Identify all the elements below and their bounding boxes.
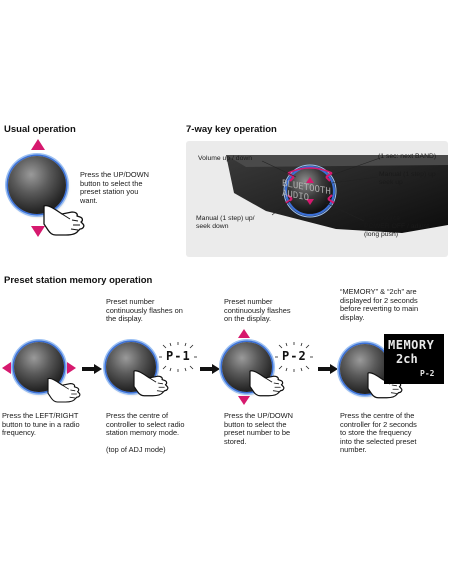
- step-line: display.: [340, 312, 365, 322]
- manual-down-line: Manual (1 step) up/: [196, 215, 255, 222]
- lcd-channel-text: 2ch: [396, 352, 418, 366]
- preset-number-display: P-1: [166, 349, 191, 363]
- preset-step-4: “MEMORY” & “2ch” are displayed for 2 sec…: [340, 287, 452, 488]
- memory-lcd-display: MEMORY 2ch P-2: [384, 334, 444, 384]
- flashing-preset-display: P-2: [274, 342, 314, 372]
- arrow-up-icon: [31, 139, 45, 150]
- controller-knob: [8, 156, 66, 214]
- step-1-instruction: Press the LEFT/RIGHT button to tune in a…: [2, 411, 100, 438]
- step-3-instruction: Press the UP/DOWN button to select the p…: [224, 411, 334, 446]
- next-source-line: Next source: [364, 215, 401, 222]
- device-illustration: [226, 155, 448, 233]
- seven-way-panel: BLUETOOTH AUDIO Volume up / down (1 sec:…: [186, 141, 448, 257]
- lcd-preset-text: P-2: [420, 369, 435, 378]
- usual-operation-heading: Usual operation: [4, 124, 76, 135]
- step-line: continuously flashes on: [106, 305, 183, 315]
- step-line: frequency.: [2, 428, 36, 438]
- next-band-label: (1 sec: next BAND): [378, 153, 437, 160]
- arrow-right-bold-icon: [82, 364, 102, 374]
- usual-desc-line: button to select the: [80, 178, 143, 188]
- lcd-memory-text: MEMORY: [388, 338, 435, 352]
- usual-desc-line: Press the UP/DOWN: [80, 170, 149, 179]
- hand-pointer-icon: [249, 370, 285, 397]
- manual-up-line: Manual (1 step) up: [379, 171, 436, 178]
- step-line: continuously flashes: [224, 305, 291, 315]
- step-4-status: “MEMORY” & “2ch” are displayed for 2 sec…: [340, 287, 452, 322]
- manual-down-label: Manual (1 step) up/ seek down: [196, 215, 255, 231]
- step-line: Preset number: [224, 297, 273, 306]
- usual-desc-line: preset station you: [80, 187, 139, 197]
- next-source-line: POWER OFF / adjust: [364, 223, 429, 230]
- step-line: displayed for 2 seconds: [340, 295, 418, 305]
- step-line: number.: [340, 445, 367, 455]
- step-line: controller to select radio: [106, 419, 185, 429]
- step-4-instruction: Press the centre of the controller for 2…: [340, 411, 452, 455]
- preset-memory-heading: Preset station memory operation: [4, 275, 153, 286]
- flash-rays-icon: [275, 342, 313, 372]
- arrow-up-icon: [238, 329, 250, 338]
- step-line: to store the frequency: [340, 428, 412, 438]
- step-line: Press the centre of the: [340, 411, 415, 420]
- step-line: controller for 2 seconds: [340, 419, 417, 429]
- step-line: Press the LEFT/RIGHT: [2, 411, 79, 420]
- step-2-status: Preset number continuously flashes on th…: [106, 297, 216, 324]
- preset-step-3: Preset number continuously flashes on th…: [222, 290, 334, 490]
- manual-up-label: Manual (1 step) up seek up: [379, 171, 436, 187]
- step-line: “MEMORY” & “2ch” are: [340, 287, 417, 296]
- step-line: the display.: [106, 314, 143, 324]
- step-3-status: Preset number continuously flashes on th…: [224, 297, 336, 324]
- step-line: preset number to be: [224, 428, 291, 438]
- manual-down-line: seek down: [196, 223, 229, 230]
- hand-pointer-icon: [133, 370, 169, 397]
- step-line: into the selected preset: [340, 436, 417, 446]
- arrow-right-icon: [67, 362, 76, 374]
- seven-way-heading: 7-way key operation: [186, 124, 277, 135]
- next-source-label: Next source POWER OFF / adjust (long pus…: [364, 215, 429, 239]
- arrow-right-bold-icon: [200, 364, 220, 374]
- next-source-line: (long push): [364, 231, 399, 238]
- preset-number-display: P-2: [282, 349, 307, 363]
- step-line: Preset number: [106, 297, 155, 306]
- hand-pointer-icon: [47, 377, 81, 403]
- arrow-right-bold-icon: [318, 364, 338, 374]
- preset-step-1: Press the LEFT/RIGHT button to tune in a…: [0, 290, 100, 490]
- step-line: Press the centre of: [106, 411, 169, 420]
- step-line: on the display.: [224, 314, 272, 324]
- arrow-down-icon: [238, 396, 250, 405]
- flash-rays-icon: [159, 342, 197, 372]
- usual-operation-description: Press the UP/DOWN button to select the p…: [80, 170, 176, 205]
- step-line: before reverting to main: [340, 304, 419, 314]
- volume-label: Volume up / down: [198, 155, 253, 162]
- step-line: station memory mode.: [106, 428, 180, 438]
- preset-step-2: Preset number continuously flashes on th…: [104, 290, 214, 490]
- step-line: button to tune in a radio: [2, 419, 80, 429]
- step-line: stored.: [224, 436, 247, 446]
- step-line: Press the UP/DOWN: [224, 411, 293, 420]
- step-line: button to select the: [224, 419, 287, 429]
- arrow-left-icon: [2, 362, 11, 374]
- manual-up-line: seek up: [379, 179, 403, 186]
- hand-pointer-icon: [43, 204, 85, 236]
- usual-desc-line: want.: [80, 195, 98, 205]
- flashing-preset-display: P-1: [158, 342, 198, 372]
- arrow-down-icon: [31, 226, 45, 237]
- step-2-instruction: Press the centre of controller to select…: [106, 411, 216, 438]
- step-2-note: (top of ADJ mode): [106, 445, 166, 454]
